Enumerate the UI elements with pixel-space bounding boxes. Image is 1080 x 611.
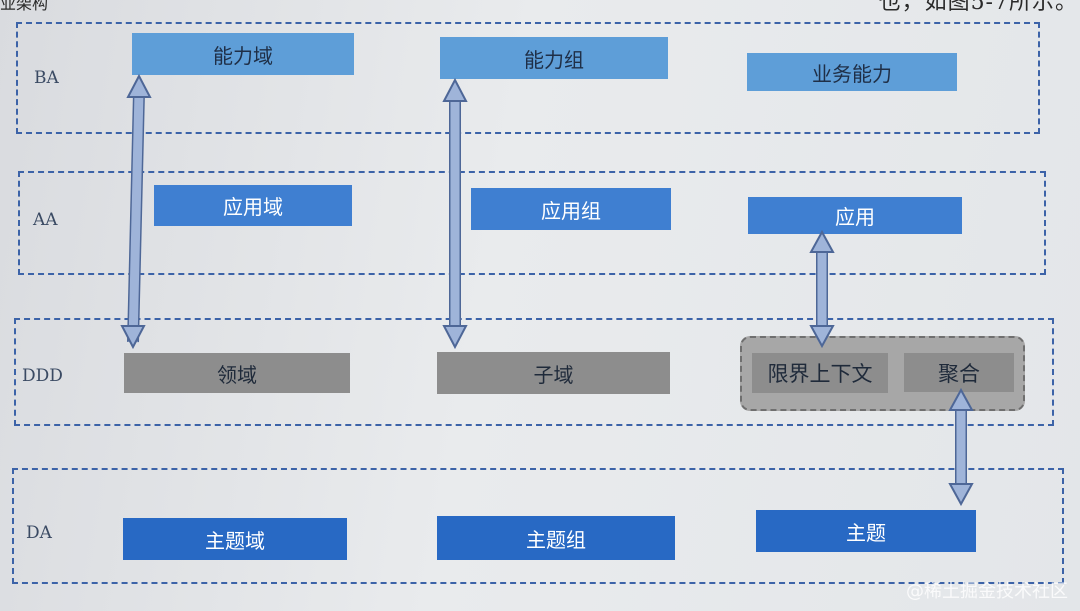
da-layer-frame [12,468,1064,584]
subject-group-box: 主题组 [437,516,675,560]
ba-layer-frame [16,22,1040,134]
top-left-text: 业架构 [0,0,49,13]
capability-group-box: 能力组 [440,37,668,79]
ba-layer-label: BA [34,68,59,88]
ddd-to-da-arrow-right [948,387,974,507]
ddd-layer-label: DDD [22,366,63,386]
application-box: 应用 [748,197,962,234]
aa-to-ddd-arrow-right [809,229,835,349]
capability-domain-box: 能力域 [132,33,354,75]
ba-to-ddd-arrow-middle [442,77,468,350]
aggregate-box: 聚合 [904,353,1014,392]
ba-to-ddd-arrow-left [120,73,152,350]
business-capability-box: 业务能力 [747,53,957,91]
watermark-text: @稀土掘金技术社区 [906,581,1068,602]
top-page-text-strip: 业架构 也，如图5-7所示。 [0,0,1080,14]
aa-layer-frame [18,171,1046,275]
application-domain-box: 应用域 [154,185,352,226]
domain-box: 领域 [124,353,350,393]
subject-domain-box: 主题域 [123,518,347,560]
application-group-box: 应用组 [471,188,671,230]
top-right-text: 也，如图5-7所示。 [878,0,1078,15]
subdomain-box: 子域 [437,352,670,394]
bounded-context-box: 限界上下文 [752,353,888,393]
da-layer-label: DA [26,523,52,543]
subject-box: 主题 [756,510,976,552]
ddd-layer-frame [14,318,1054,426]
aa-layer-label: AA [33,210,58,230]
